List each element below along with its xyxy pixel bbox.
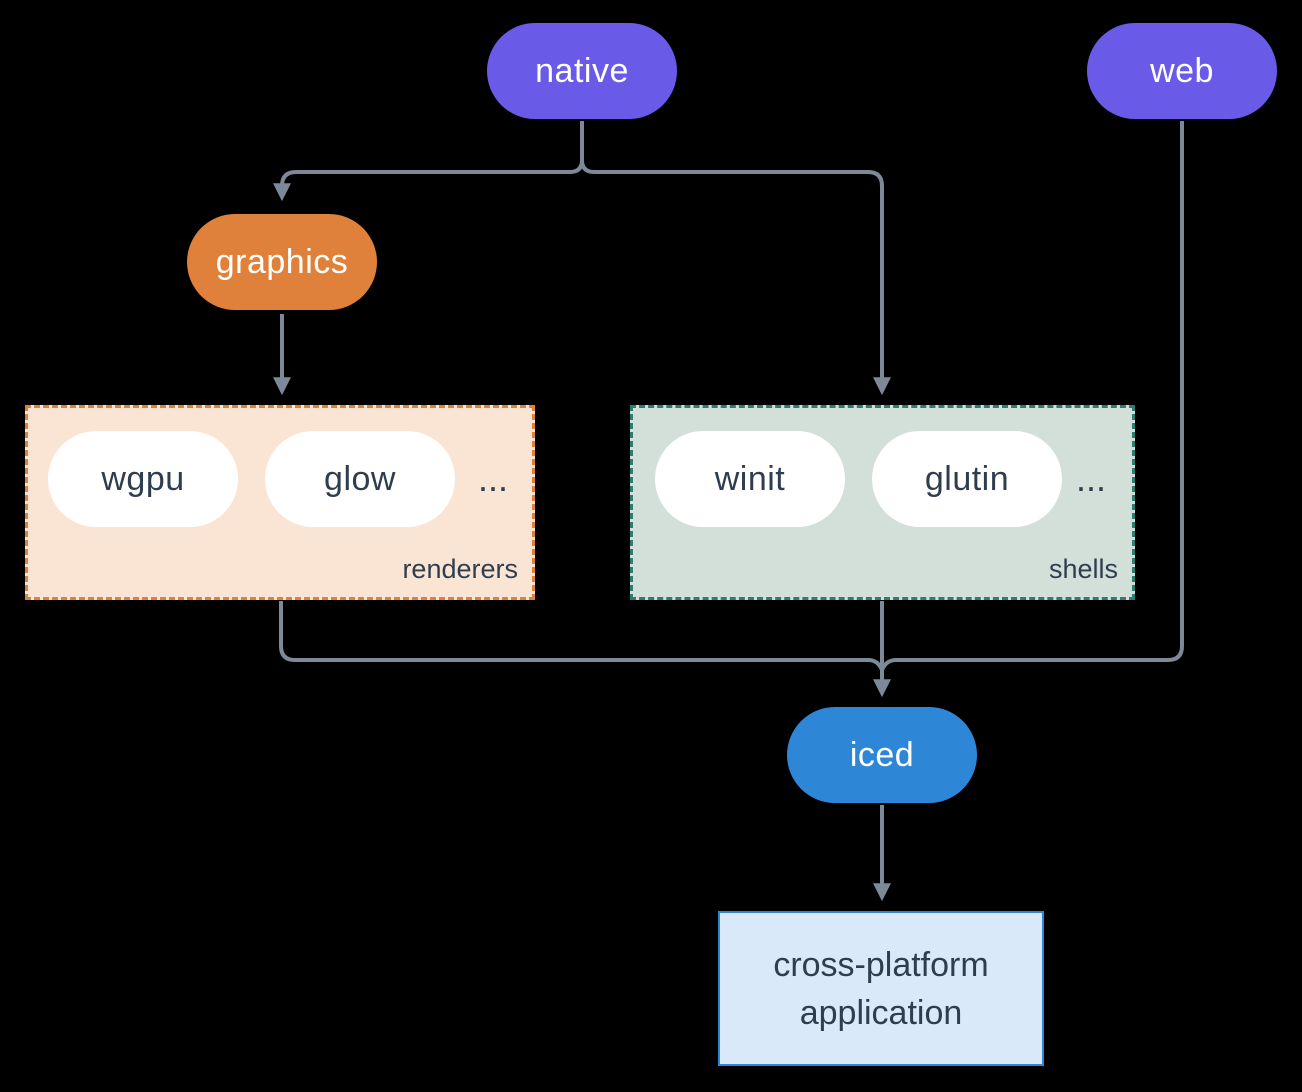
node-wgpu: wgpu xyxy=(48,431,238,527)
node-application: cross-platform application xyxy=(718,911,1044,1066)
node-winit-label: winit xyxy=(714,459,786,498)
application-label-line2: application xyxy=(799,993,963,1032)
connector-web-to-junction xyxy=(880,121,1184,671)
group-shells: winit glutin ... shells xyxy=(630,405,1135,600)
node-native: native xyxy=(487,23,677,119)
node-graphics-label: graphics xyxy=(215,242,349,281)
node-native-label: native xyxy=(535,51,629,90)
node-glutin: glutin xyxy=(872,431,1062,527)
node-web: web xyxy=(1087,23,1277,119)
node-graphics: graphics xyxy=(187,214,377,310)
node-winit: winit xyxy=(655,431,845,527)
node-iced-label: iced xyxy=(849,735,915,774)
node-glutin-label: glutin xyxy=(924,459,1010,498)
renderers-ellipsis: ... xyxy=(477,458,508,499)
connector-native-to-shells xyxy=(580,121,891,396)
connector-renderers-to-junction xyxy=(279,601,884,671)
shells-ellipsis: ... xyxy=(1075,458,1106,499)
node-web-label: web xyxy=(1150,51,1214,90)
application-label-line1: cross-platform xyxy=(773,945,989,984)
node-iced: iced xyxy=(787,707,977,803)
group-label-renderers: renderers xyxy=(402,554,518,584)
node-wgpu-label: wgpu xyxy=(101,459,185,498)
connector-native-to-graphics xyxy=(273,121,584,202)
group-renderers: wgpu glow ... renderers xyxy=(25,405,535,600)
node-glow: glow xyxy=(265,431,455,527)
node-glow-label: glow xyxy=(324,459,396,498)
group-label-shells: shells xyxy=(1048,554,1118,584)
